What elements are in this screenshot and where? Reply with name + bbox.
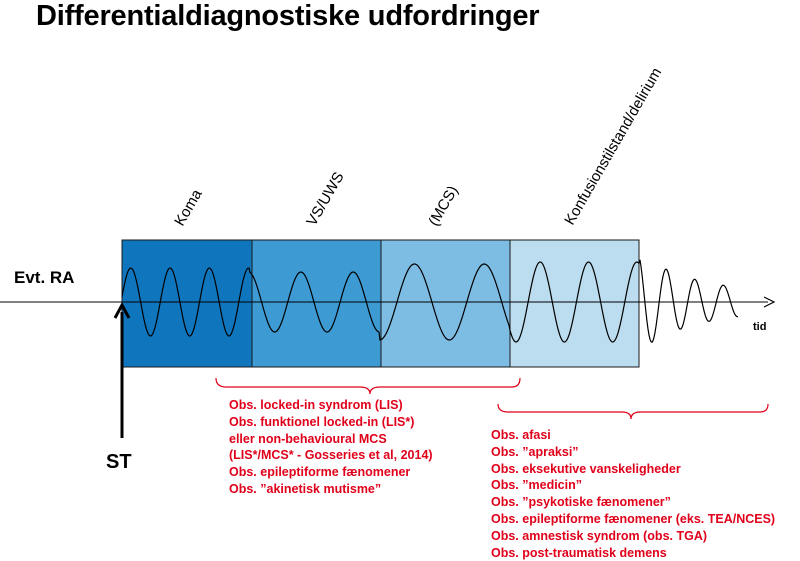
note-right-item: Obs. post-traumatisk demens <box>491 545 667 560</box>
page-title: Differentialdiagnostiske udfordringer <box>36 0 540 32</box>
note-right-item: Obs. ”apraksi” <box>491 444 579 459</box>
note-right-item: Obs. ”medicin” <box>491 478 582 493</box>
st-label: ST <box>106 451 132 473</box>
evt-ra-label: Evt. RA <box>14 268 75 287</box>
stage-box-koma <box>121 239 253 368</box>
note-left-item: Obs. epileptiforme fænomener <box>229 465 411 480</box>
notes-left: Obs. locked-in syndrom (LIS) Obs. funkti… <box>229 397 433 498</box>
stage-box-mcs <box>380 239 511 368</box>
st-arrowhead <box>113 301 131 319</box>
note-right-item: Obs. amnestisk syndrom (obs. TGA) <box>491 528 708 543</box>
note-left-item: Obs. ”akinetisk mutisme” <box>229 481 382 496</box>
stage-box-vs-uws <box>251 239 382 368</box>
note-left-item: Obs. funktionel locked-in (LIS*) <box>229 414 415 429</box>
note-right-item: Obs. epileptiforme fænomener (eks. TEA/N… <box>491 511 776 526</box>
note-right-item: Obs. ”psykotiske fænomener” <box>491 495 671 510</box>
note-right-item: Obs. afasi <box>491 428 551 442</box>
note-left-item: eller non-behavioural MCS <box>229 431 387 446</box>
note-right-item: Obs. eksekutive vanskeligheder <box>491 461 681 476</box>
notes-right: Obs. afasi Obs. ”apraksi” Obs. eksekutiv… <box>491 427 775 561</box>
brace-right <box>497 403 769 420</box>
note-left-item: Obs. locked-in syndrom (LIS) <box>229 398 403 412</box>
axis-label-tid: tid <box>753 321 766 333</box>
brace-left <box>215 377 521 395</box>
stage-box-konfusion <box>509 239 640 368</box>
note-left-item: (LIS*/MCS* - Gosseries et al, 2014) <box>229 448 433 463</box>
wave-signal <box>121 259 738 343</box>
time-axis-arrowhead <box>763 296 776 308</box>
